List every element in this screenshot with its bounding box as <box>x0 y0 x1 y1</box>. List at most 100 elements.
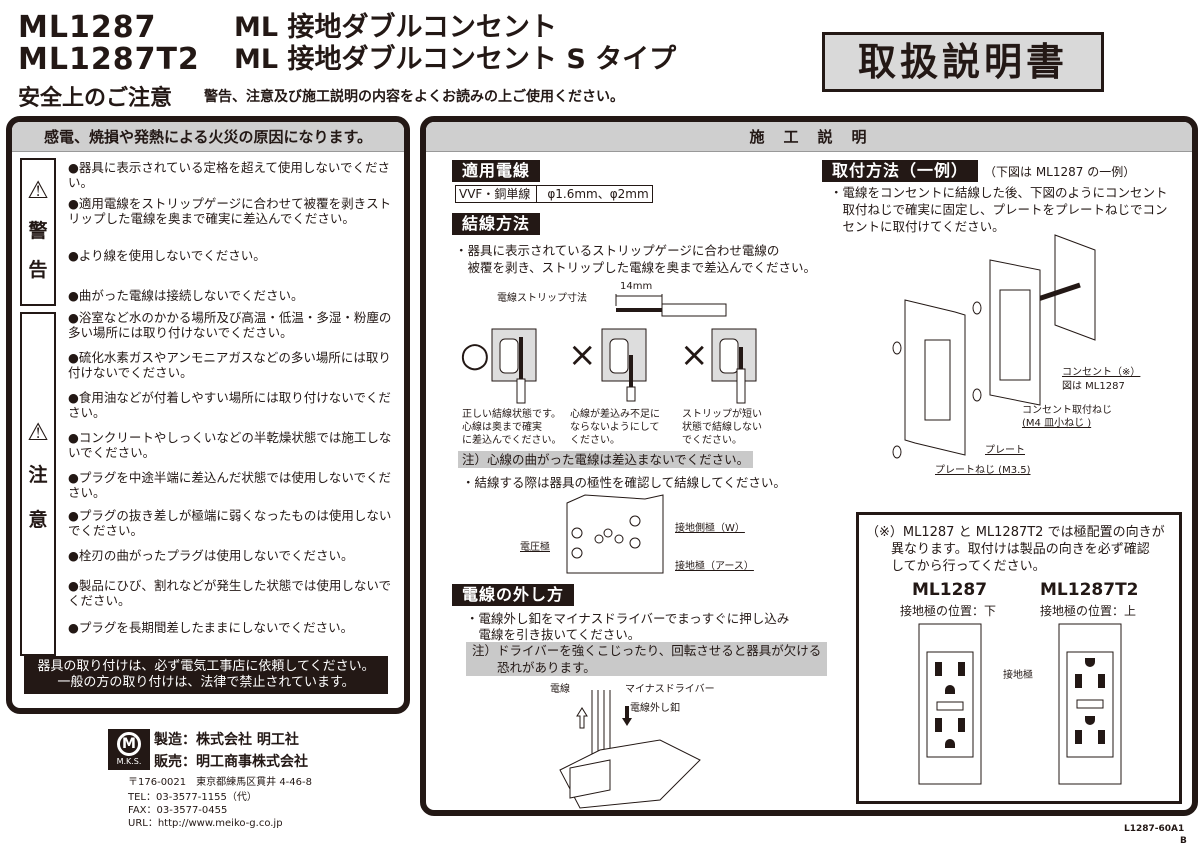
caption-line: 状態で結線しない <box>682 422 762 433</box>
orientation-note: （※）ML1287 と ML1287T2 では極配置の向きが <box>866 525 1165 540</box>
notice-line: 器具の取り付けは、必ず電気工事店に依頼してください。 <box>37 659 375 674</box>
terminal-diagram-unstripped <box>711 328 757 404</box>
ground-pole-callout: 接地極 <box>1003 670 1033 681</box>
caution-item: ●食用油などが付着しやすい場所には取り付けないでください。 <box>68 390 391 420</box>
warning-triangle-icon: ⚠ <box>27 418 49 446</box>
warning-item: ●より線を使用しないでください。 <box>68 248 266 263</box>
model-b-ground-position: 接地極の位置：上 <box>1040 604 1137 618</box>
wiring-label: 結線方法 <box>452 213 541 235</box>
caption-unstripped: ストリップが短い状態で結線しないでください。 <box>682 408 762 447</box>
caption-correct: 正しい結線状態です。心線は奥まで確実に差込んでください。 <box>462 408 562 447</box>
terminal-diagram-correct <box>491 328 537 404</box>
neutral-pole-label: 接地側極（W） <box>675 523 745 534</box>
warning-triangle-icon: ⚠ <box>27 176 49 204</box>
caution-label-box: ⚠ 注 意 <box>20 312 56 656</box>
installation-notice: 器具の取り付けは、必ず電気工事店に依頼してください。 一般の方の取り付けは、法律… <box>24 656 388 694</box>
caution-item: ●浴室など水のかかる場所及び高温・低温・多湿・粉塵の多い場所には取り付けないでく… <box>68 310 392 340</box>
warning-char: 告 <box>28 259 48 281</box>
plate-screw-callout: プレートねじ (M3.5) <box>935 465 1031 476</box>
caution-item: ●プラグを長期間差したままにしないでください。 <box>68 620 354 635</box>
install-heading-row: 取付方法（一例） （下図は ML1287 の一例） <box>822 160 1135 182</box>
url: URL：http://www.meiko-g.co.jp <box>128 818 283 829</box>
note-line: 恐れがあります。 <box>472 660 596 675</box>
wire-type: VVF・銅単線 <box>456 186 538 202</box>
model-a-ground-position: 接地極の位置：下 <box>900 604 997 618</box>
construction-heading: 施 工 説 明 <box>426 122 1192 152</box>
safety-subtitle: 警告、注意及び施工説明の内容をよくお読みの上ご使用ください。 <box>204 89 624 105</box>
product-name-1: ML 接地ダブルコンセント <box>234 12 557 43</box>
model-number-1: ML1287 <box>18 10 157 45</box>
terminal-diagram-short <box>601 328 647 402</box>
release-button-callout: 電線外し釦 <box>630 703 680 714</box>
product-name-2: ML 接地ダブルコンセント S タイプ <box>234 44 677 75</box>
strip-label: 電線ストリップ寸法 <box>497 293 587 304</box>
removal-note: 注）ドライバーを強くこじったり、回転させると器具が欠ける 恐れがあります。 <box>466 642 828 676</box>
wire-strip-diagram <box>615 294 727 317</box>
ml1287t2-outlet-diagram <box>1058 623 1122 785</box>
removal-text: ・電線外し釦をマイナスドライバーでまっすぐに押し込み <box>466 611 790 626</box>
wire-removal-diagram <box>559 690 701 809</box>
warning-label-box: ⚠ 警 告 <box>20 158 56 306</box>
warning-item: ●曲がった電線は接続しないでください。 <box>68 288 304 303</box>
maker: 製造：株式会社 明工社 <box>154 732 299 748</box>
caption-line: ストリップが短い <box>682 409 762 420</box>
wire-size: φ1.6mm、φ2mm <box>547 187 649 201</box>
install-text: ・電線をコンセントに結線した後、下図のようにコンセント <box>830 185 1168 200</box>
wire-label: 適用電線 <box>452 160 541 182</box>
note-line: 注）ドライバーを強くこじったり、回転させると器具が欠ける <box>472 643 822 658</box>
tel: TEL：03-3577-1155（代） <box>128 792 257 803</box>
caution-char: 注 <box>28 464 48 486</box>
model-number-2: ML1287T2 <box>18 42 200 77</box>
safety-panel: 感電、焼損や発熱による火災の原因になります。 <box>6 116 410 714</box>
incorrect-mark-icon: × <box>680 335 709 375</box>
safety-title: 安全上のご注意 <box>18 86 173 111</box>
wiring-note: 注）心線の曲がった電線は差込まないでください。 <box>458 451 754 468</box>
warning-item: ●器具に表示されている定格を超えて使用しないでください。 <box>68 160 391 190</box>
caption-line: でください。 <box>682 435 742 446</box>
manual-title: 取扱説明書 <box>822 32 1104 92</box>
caution-item: ●プラグを中途半端に差込んだ状態では使用しないでください。 <box>68 470 392 500</box>
wire-spec-table: VVF・銅単線 φ1.6mm、φ2mm <box>455 185 653 203</box>
orientation-note: 異なります。取付けは製品の向きを必ず確認 <box>891 542 1150 557</box>
install-text: 取付ねじで確実に固定し、プレートをプレートねじでコン <box>830 202 1168 217</box>
installation-diagram <box>892 234 1096 459</box>
caption-short: 心線が差込み不足にならないようにしてください。 <box>570 408 660 447</box>
outlet-screw-callout: コンセント取付ねじ <box>1022 405 1112 416</box>
install-text: セントに取付けてください。 <box>830 219 1005 234</box>
caption-line: 心線は奥まで確実 <box>462 422 542 433</box>
model-a-label: ML1287 <box>912 580 988 600</box>
install-label: 取付方法（一例） <box>822 160 979 182</box>
removal-label: 電線の外し方 <box>452 584 575 606</box>
caption-line: ならないようにして <box>570 422 660 433</box>
caution-char: 意 <box>28 509 48 531</box>
notice-line: 一般の方の取り付けは、法律で禁止されています。 <box>57 675 355 690</box>
caption-line: ください。 <box>570 435 620 446</box>
safety-heading: 感電、焼損や発熱による火災の原因になります。 <box>12 122 404 152</box>
polarity-diagram <box>566 494 664 574</box>
plate-callout: プレート <box>985 445 1025 456</box>
polarity-text: ・結線する際は器具の極性を確認して結線してください。 <box>462 475 786 490</box>
orientation-note-box <box>856 512 1182 804</box>
company-logo: M M.K.S. <box>108 729 150 770</box>
caution-item: ●製品にひび、割れなどが発生した状態では使用しないでください。 <box>68 578 392 608</box>
document-code: L1287-60A1 <box>1124 824 1185 834</box>
voltage-pole-label: 電圧極 <box>520 542 550 553</box>
driver-callout: マイナスドライバー <box>625 684 715 695</box>
warning-item: ●適用電線をストリップゲージに合わせて被覆を剥きストリップした電線を奥まで確実に… <box>68 196 392 226</box>
model-b-label: ML1287T2 <box>1040 580 1139 600</box>
caution-item: ●プラグの抜き差しが極端に弱くなったものは使用しないでください。 <box>68 508 392 538</box>
caption-line: 心線が差込み不足に <box>570 409 660 420</box>
outlet-callout-note: 図は ML1287 <box>1062 381 1125 392</box>
address: 〒176-0021 東京都練馬区貫井 4-46-8 <box>128 777 312 788</box>
correct-mark-icon: ○ <box>460 335 490 375</box>
ml1287-outlet-diagram <box>918 623 982 785</box>
strip-length: 14mm <box>620 281 653 292</box>
wiring-text: 被覆を剥き、ストリップした電線を奥まで差込んでください。 <box>455 260 817 275</box>
wire-callout: 電線 <box>550 684 570 695</box>
document-revision: B <box>1180 836 1187 846</box>
seller: 販売：明工商事株式会社 <box>154 754 308 770</box>
orientation-note: してから行ってください。 <box>891 559 1046 574</box>
caution-item: ●硫化水素ガスやアンモニアガスなどの多い場所には取り付けないでください。 <box>68 350 391 380</box>
caption-line: に差込んでください。 <box>462 435 562 446</box>
caution-item: ●栓刃の曲がったプラグは使用しないでください。 <box>68 548 354 563</box>
